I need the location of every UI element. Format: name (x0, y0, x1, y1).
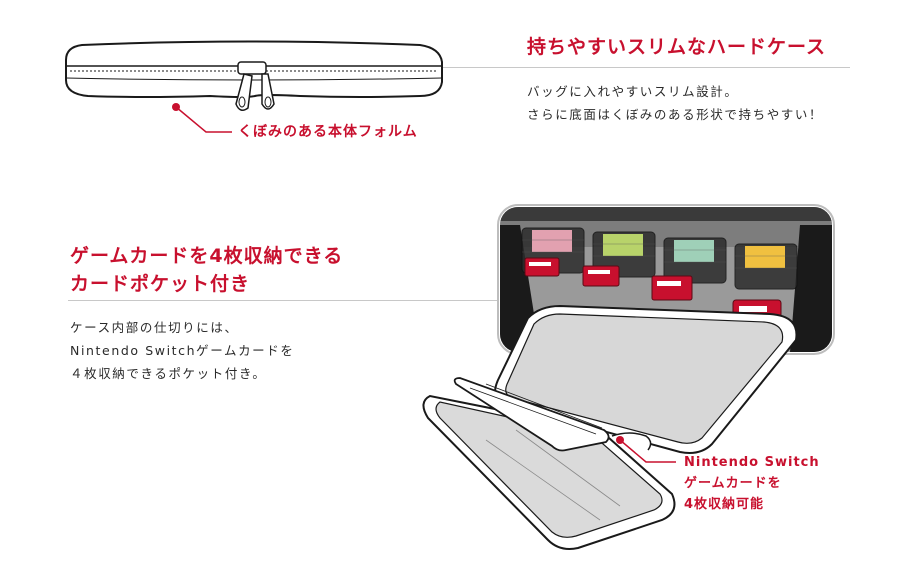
section1-divider (68, 67, 850, 68)
section1-body-line-1: バッグに入れやすいスリム設計。 (527, 84, 739, 99)
section2-divider (68, 300, 500, 301)
section1-body-line-2: さらに底面はくぼみのある形状で持ちやすい！ (527, 107, 824, 122)
section1-heading: 持ちやすいスリムなハードケース (527, 36, 827, 58)
section2-body-line-2: Nintendo Switchゲームカードを (70, 343, 295, 358)
section2-body-line-1: ケース内部の仕切りには、 (70, 320, 239, 335)
section2-callout-line-2: ゲームカードを (684, 476, 782, 491)
section2-callout-line-1: Nintendo Switch (684, 455, 820, 470)
section1-callout: くぼみのある本体フォルム (238, 124, 418, 140)
section2-heading-line-2: カードポケット付き (70, 273, 251, 295)
section2-body-line-3: ４枚収納できるポケット付き。 (70, 366, 267, 381)
section2-heading-line-1: ゲームカードを4枚収納できる (70, 245, 344, 267)
section2-callout-line-3: 4枚収納可能 (684, 497, 765, 512)
